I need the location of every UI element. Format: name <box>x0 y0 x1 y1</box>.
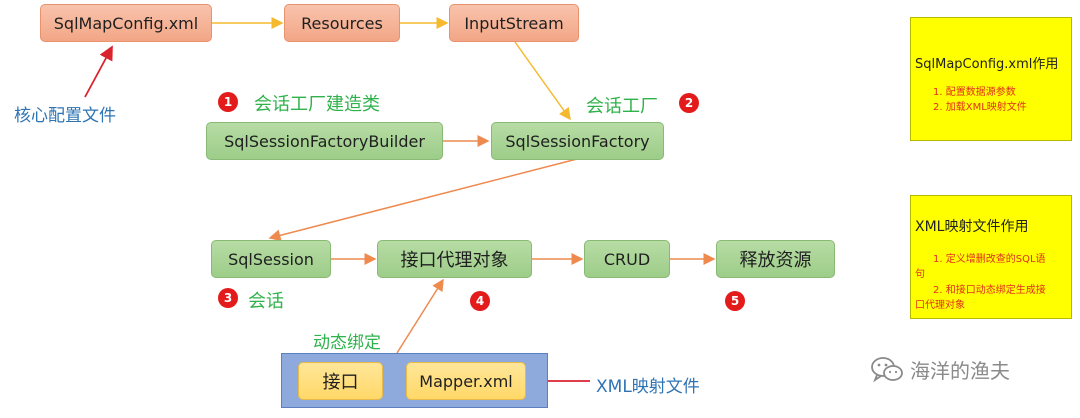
note-config-item: 1. 配置数据源参数 <box>933 87 1016 98</box>
node-resources: Resources <box>284 4 400 42</box>
node-factory: SqlSessionFactory <box>491 122 664 160</box>
node-proxy: 接口代理对象 <box>377 240 532 278</box>
label-core-config: 核心配置文件 <box>14 106 116 126</box>
badge-4: 4 <box>470 291 490 311</box>
note-mapping: XML映射文件作用 1. 定义增删改查的SQL语 句 2. 和接口动态绑定生成接… <box>910 195 1072 319</box>
node-mapper-xml: Mapper.xml <box>406 362 526 400</box>
node-builder: SqlSessionFactoryBuilder <box>206 122 443 160</box>
badge-2: 2 <box>679 93 699 113</box>
note-mapping-item: 口代理对象 <box>915 300 965 311</box>
arrow-core-config-pointer <box>84 45 113 98</box>
note-config-item: 2. 加载XML映射文件 <box>933 102 1027 113</box>
label-xml-mapping: XML映射文件 <box>596 377 700 397</box>
watermark-text: 海洋的渔夫 <box>910 359 1010 383</box>
note-mapping-item: 2. 和接口动态绑定生成接 <box>933 285 1046 296</box>
label-dynamic-binding: 动态绑定 <box>313 333 381 353</box>
note-config-title: SqlMapConfig.xml作用 <box>915 57 1059 72</box>
badge-3: 3 <box>218 288 238 308</box>
node-crud: CRUD <box>584 240 670 278</box>
badge-5: 5 <box>725 291 745 311</box>
arrow-binding-to-proxy <box>396 278 444 354</box>
label-session: 会话 <box>248 291 284 312</box>
node-inputstream: InputStream <box>449 4 579 42</box>
note-config: SqlMapConfig.xml作用 1. 配置数据源参数 2. 加载XML映射… <box>910 17 1072 141</box>
node-sqlmapconfig: SqlMapConfig.xml <box>40 4 212 42</box>
note-mapping-item: 1. 定义增删改查的SQL语 <box>933 254 1046 265</box>
note-mapping-item: 句 <box>915 269 925 280</box>
arrow-factory-to-sqlsession <box>268 158 578 242</box>
watermark: 海洋的渔夫 <box>870 355 1010 384</box>
label-factory: 会话工厂 <box>586 96 658 117</box>
node-sqlsession: SqlSession <box>211 240 331 278</box>
note-mapping-title: XML映射文件作用 <box>915 219 1029 235</box>
node-release: 释放资源 <box>716 240 835 278</box>
label-builder: 会话工厂建造类 <box>254 94 380 115</box>
wechat-icon <box>871 356 903 382</box>
arrow-inputstream-to-factory <box>514 41 571 121</box>
node-interface: 接口 <box>298 362 383 400</box>
badge-1: 1 <box>218 92 238 112</box>
